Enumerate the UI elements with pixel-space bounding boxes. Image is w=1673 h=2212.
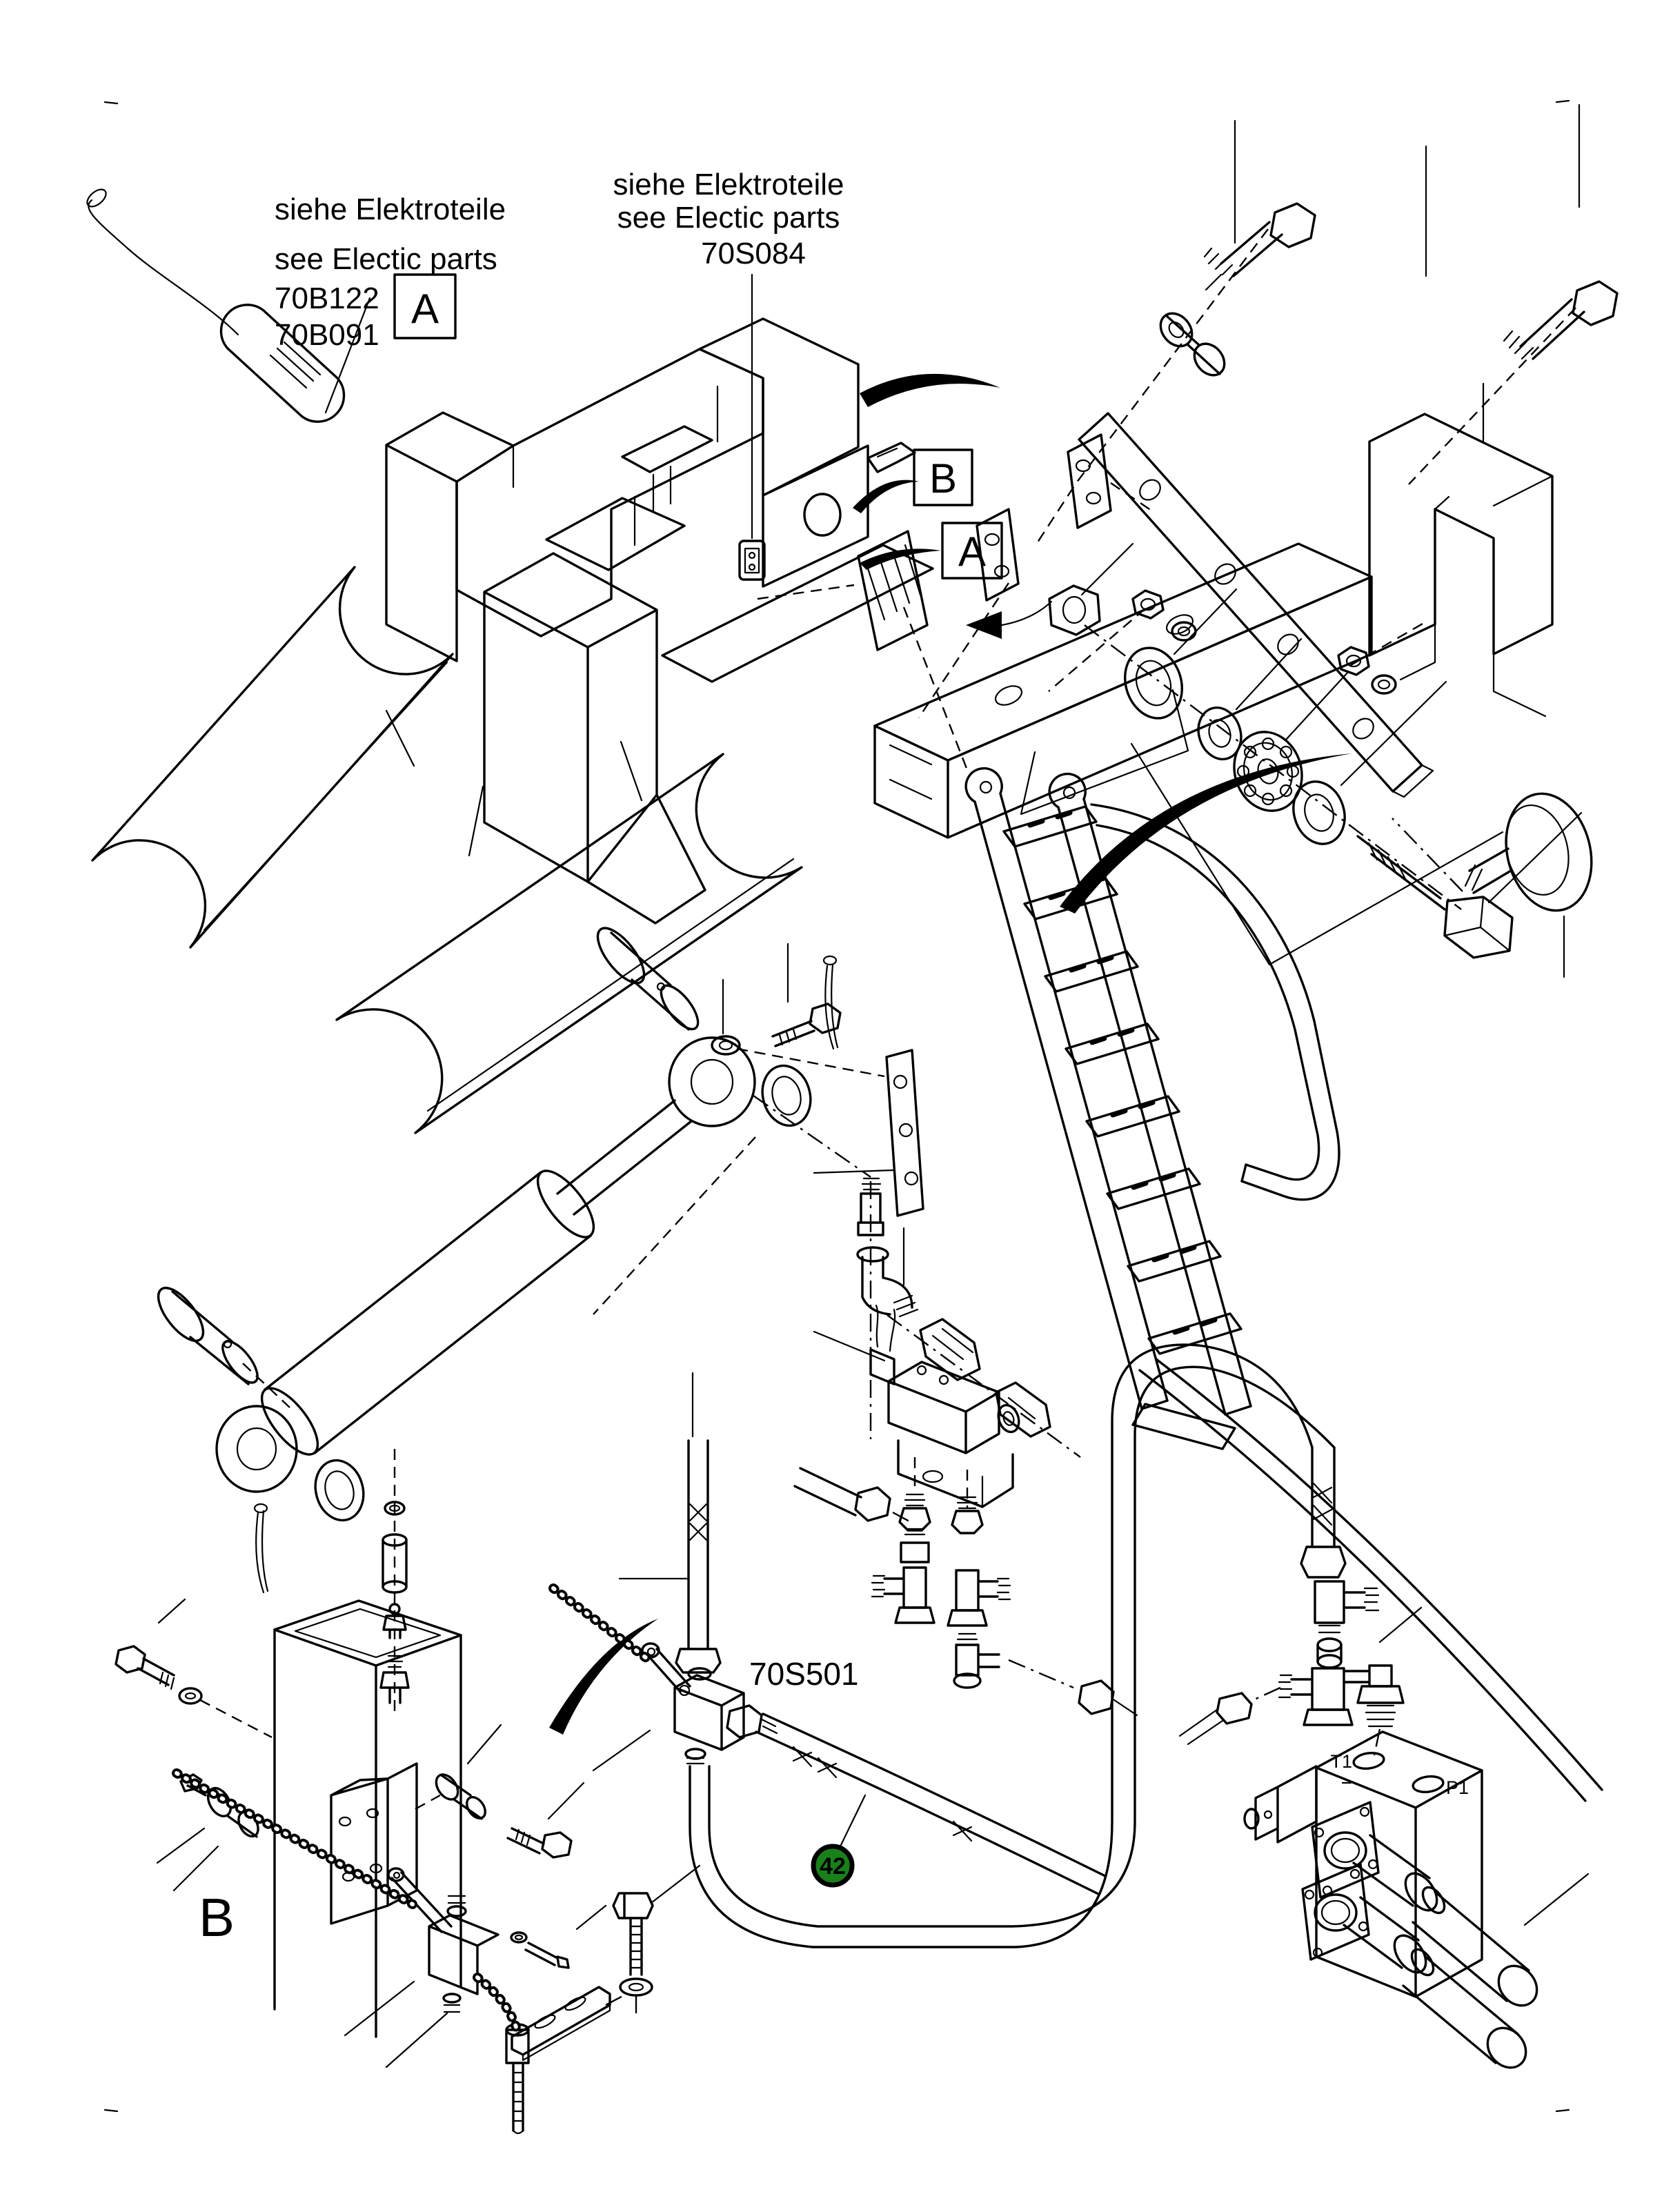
- note-left-line1: siehe Elektroteile: [275, 192, 506, 226]
- callout-42-number: 42: [820, 1853, 846, 1879]
- detail-marker-a: A: [941, 522, 1003, 580]
- cylinder-assembly-drawing: [157, 927, 1081, 1711]
- arrow-into-bracket: [966, 611, 1002, 639]
- callout-42-leader: [839, 1794, 867, 1848]
- swoosh-to-ladder: [1060, 753, 1352, 914]
- port-label-p1: P1: [1446, 1777, 1469, 1798]
- detail-box-a-left-letter: A: [411, 286, 439, 332]
- manifold-drawing: T1 P1: [1178, 1546, 1590, 2069]
- swoosh-b-pointer: [853, 480, 919, 513]
- port-label-t1: T1: [1330, 1751, 1352, 1772]
- hose-loop-drawing: 70S501: [675, 1343, 1603, 1948]
- note-electric-left: siehe Elektroteile see Electic parts 70B…: [275, 192, 506, 414]
- note-electric-center: siehe Elektroteile see Electic parts 70S…: [613, 168, 844, 581]
- detail-marker-b: B: [913, 448, 973, 506]
- detail-box-a-left: [393, 273, 457, 339]
- note-center-line2: see Electic parts: [617, 201, 840, 235]
- swoosh-to-chain-assembly: [549, 1619, 658, 1735]
- leader-to-sensor: [324, 297, 371, 414]
- detail-box-a: [941, 522, 1003, 580]
- note-center-line1: siehe Elektroteile: [613, 168, 844, 201]
- sensor-cable-drawing: [86, 188, 346, 423]
- detail-box-b: [913, 448, 973, 506]
- electric-part-inner: [744, 547, 760, 574]
- ladder-drawing: [711, 767, 1340, 1450]
- pivot-hardware-drawing: [1048, 542, 1583, 966]
- section-letter-b: B: [199, 1887, 235, 1948]
- corner-crop-marks: [103, 99, 1570, 2113]
- hose-part-number: 70S501: [749, 1656, 859, 1692]
- electric-part-icon: [738, 540, 766, 581]
- swoosh-a-pointer: [860, 549, 941, 570]
- note-center-part1: 70S084: [701, 237, 806, 270]
- swoosh-arrows: [549, 373, 1352, 1735]
- bracket-assembly-drawing: [873, 103, 1618, 978]
- callout-42: 42: [811, 1794, 867, 1888]
- pilot-valve-drawing: [793, 1304, 1138, 1717]
- note-left-line2: see Electic parts: [275, 242, 497, 276]
- note-left-part2: 70B091: [275, 318, 379, 352]
- swoosh-machine-to-bracket: [860, 373, 1000, 407]
- callout-42-circle: [811, 1844, 855, 1888]
- chain-linkage-drawing: [115, 1583, 701, 2135]
- ball-valve-drawing: [592, 1577, 778, 1772]
- machine-drawing: [91, 317, 969, 1134]
- note-left-part1: 70B122: [275, 282, 379, 315]
- detail-box-b-letter: B: [929, 455, 957, 502]
